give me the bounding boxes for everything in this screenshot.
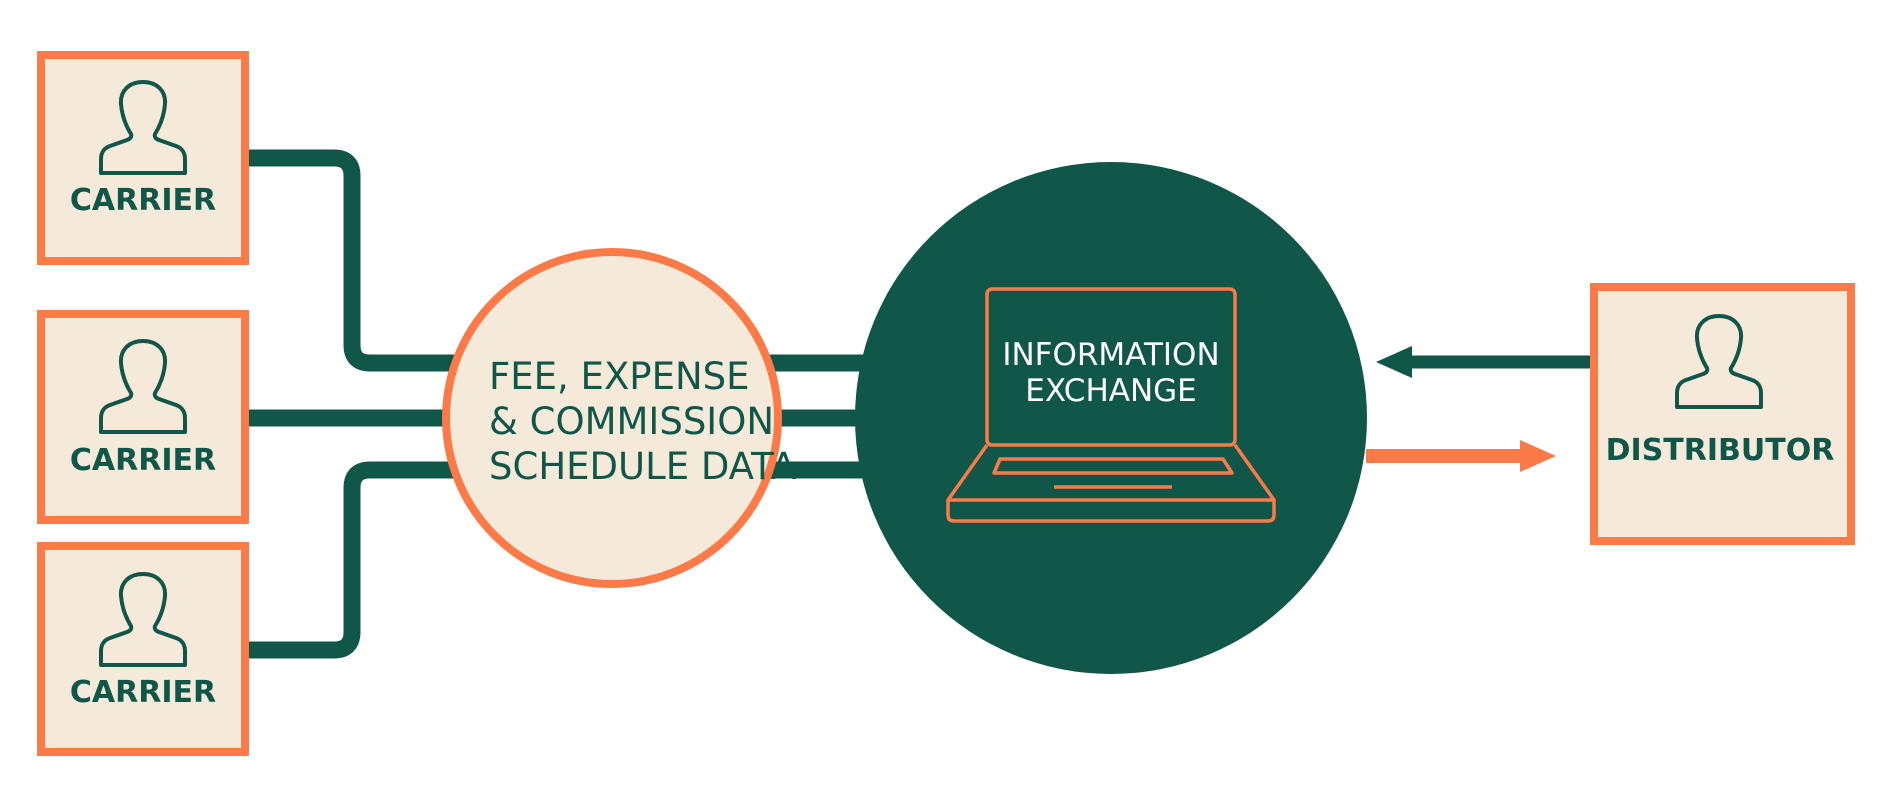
- person-icon: [99, 572, 187, 667]
- person-icon: [1675, 314, 1763, 409]
- carrier-box-1: CARRIER: [37, 51, 249, 265]
- hub-label-line-1: FEE, EXPENSE: [489, 355, 750, 398]
- information-exchange: INFORMATION EXCHANGE: [855, 162, 1367, 674]
- carrier-connectors: [245, 149, 470, 659]
- schedule-data-hub: FEE, EXPENSE & COMMISSION SCHEDULE DATA: [442, 248, 796, 588]
- connector-carrier-1: [245, 149, 470, 372]
- hub-circle: [442, 248, 782, 588]
- hub-label-line-2: & COMMISSION: [489, 400, 774, 443]
- distributor-box-frame: [1590, 283, 1855, 545]
- person-icon: [99, 80, 187, 175]
- arrow-to-distributor: [1366, 440, 1556, 472]
- carrier-box-frame: [37, 51, 249, 265]
- flow-arrows: [1366, 346, 1590, 472]
- laptop-icon: [946, 287, 1276, 523]
- exchange-circle: [855, 162, 1367, 674]
- carrier-box-frame: [37, 310, 249, 524]
- exchange-label-line-2: EXCHANGE: [1025, 373, 1197, 409]
- carrier-box-3: CARRIER: [37, 542, 249, 756]
- carrier-box-frame: [37, 542, 249, 756]
- carrier-label: CARRIER: [70, 183, 216, 218]
- distributor-label: DISTRIBUTOR: [1606, 433, 1835, 468]
- person-icon: [99, 339, 187, 434]
- exchange-label-line-1: INFORMATION: [1002, 337, 1219, 373]
- arrow-right-head: [1520, 440, 1556, 472]
- carrier-label: CARRIER: [70, 443, 216, 478]
- connector-carrier-3: [245, 461, 470, 659]
- arrow-to-exchange: [1376, 346, 1590, 378]
- hub-label-line-3: SCHEDULE DATA: [489, 445, 796, 488]
- carrier-box-2: CARRIER: [37, 310, 249, 524]
- carrier-label: CARRIER: [70, 675, 216, 710]
- arrow-left-head: [1376, 346, 1412, 378]
- distributor-box: DISTRIBUTOR: [1590, 283, 1855, 545]
